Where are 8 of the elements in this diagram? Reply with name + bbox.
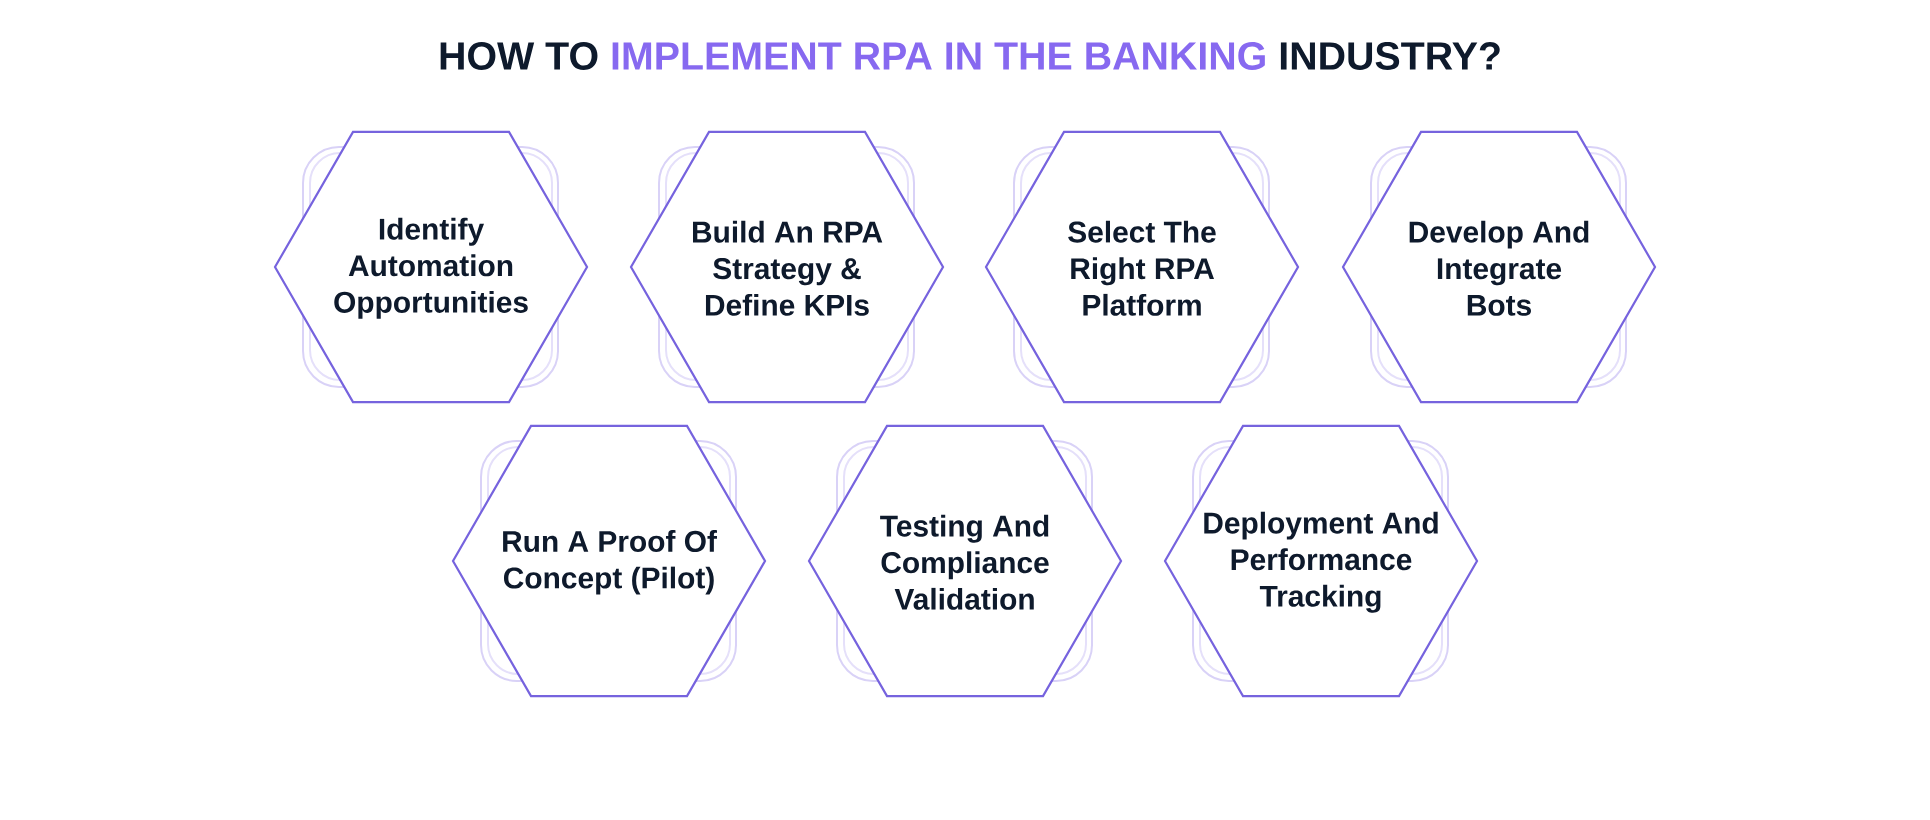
hexagon-box: Select The Right RPA Platform xyxy=(984,130,1300,404)
hexagon-box: Run A Proof Of Concept (Pilot) xyxy=(451,424,767,698)
hexagon-box: Testing And Compliance Validation xyxy=(807,424,1123,698)
hexagon-box: Develop And Integrate Bots xyxy=(1341,130,1657,404)
hexagon-box: Identify Automation Opportunities xyxy=(273,130,589,404)
hexagon-box: Build An RPA Strategy & Define KPIs xyxy=(629,130,945,404)
title: HOW TO IMPLEMENT RPA IN THE BANKING INDUSTRY? xyxy=(440,42,1500,70)
hexagon-box: Deployment And Performance Tracking xyxy=(1163,424,1479,698)
